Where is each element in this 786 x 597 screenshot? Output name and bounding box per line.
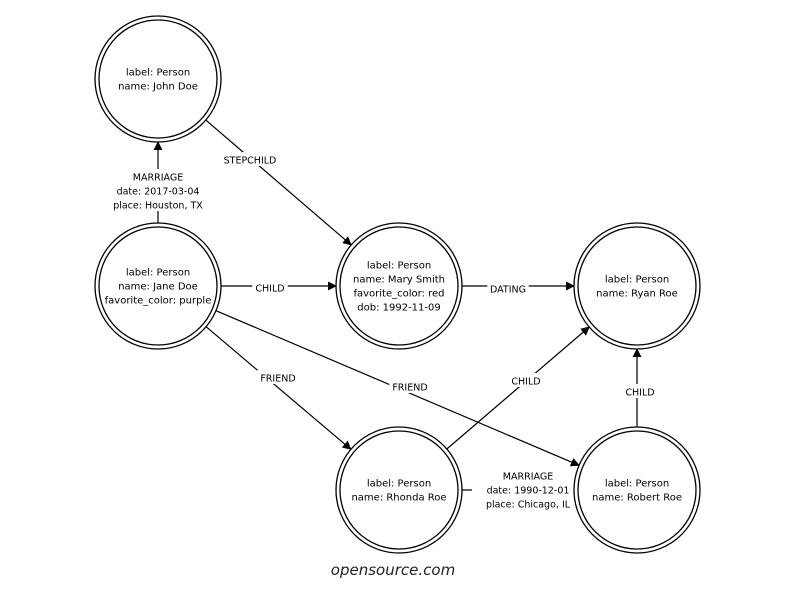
- edge-label-bg: [252, 280, 288, 294]
- node-mary-line-2: favorite_color: red: [353, 289, 444, 300]
- node-ryan[interactable]: label: Person name: Ryan Roe: [573, 222, 701, 350]
- edge-mary-ryan-dating: DATING: [462, 281, 575, 296]
- edges-layer: MARRIAGE date: 2017-03-04 place: Houston, …: [101, 119, 658, 511]
- edge-label-mary-ryan-dating-line-0: DATING: [490, 285, 526, 296]
- edge-jane-john-marriage: MARRIAGE date: 2017-03-04 place: Houston, …: [101, 141, 215, 223]
- edge-label-robert-ryan-child-line-0: CHILD: [625, 388, 654, 399]
- node-mary[interactable]: label: Person name: Mary Smith favorite_co…: [335, 222, 463, 350]
- edge-label-bg: [220, 152, 280, 166]
- edge-label-bg: [622, 384, 658, 398]
- node-robert[interactable]: label: Person name: Robert Roe: [573, 426, 701, 554]
- edge-label-rhonda-robert-marriage-line-0: MARRIAGE: [503, 472, 553, 483]
- node-inner-circle: [339, 226, 459, 346]
- node-robert-line-0: label: Person: [605, 479, 669, 490]
- edge-john-mary-stepchild: STEPCHILD: [205, 119, 352, 246]
- node-jane-line-0: label: Person: [126, 268, 190, 279]
- edge-arrow-rhonda-ryan-child: [446, 326, 590, 450]
- edge-label-rhonda-robert-marriage-line-2: place: Chicago, IL: [486, 500, 571, 511]
- edge-label-bg: [471, 468, 585, 510]
- edge-jane-rhonda-friend: FRIEND: [205, 326, 352, 450]
- node-inner-circle: [577, 226, 697, 346]
- node-rhonda-line-0: label: Person: [367, 479, 431, 490]
- edge-label-john-mary-stepchild-line-0: STEPCHILD: [224, 156, 277, 167]
- edge-label-jane-john-marriage-line-0: MARRIAGE: [133, 173, 183, 184]
- edge-label-bg: [101, 169, 215, 211]
- node-jane-line-1: name: Jane Doe: [118, 282, 198, 293]
- edge-label-jane-mary-child-line-0: CHILD: [255, 284, 284, 295]
- edge-robert-ryan-child: CHILD: [622, 348, 658, 427]
- edge-label-bg: [257, 370, 299, 384]
- edge-label-rhonda-robert-marriage-line-1: date: 1990-12-01: [487, 486, 570, 497]
- edge-jane-mary-child: CHILD: [221, 280, 337, 295]
- edge-rhonda-ryan-child: CHILD: [446, 326, 590, 450]
- node-ryan-line-0: label: Person: [605, 275, 669, 286]
- edge-label-jane-john-marriage-line-1: date: 2017-03-04: [117, 187, 200, 198]
- edge-jane-robert-friend: FRIEND: [215, 310, 580, 467]
- node-mary-line-0: label: Person: [367, 261, 431, 272]
- edge-label-bg: [389, 379, 431, 393]
- edge-arrow-jane-rhonda-friend: [205, 326, 352, 450]
- edge-arrow-john-mary-stepchild: [205, 119, 352, 246]
- node-robert-line-1: name: Robert Roe: [592, 493, 682, 504]
- edge-label-rhonda-ryan-child-line-0: CHILD: [511, 377, 540, 388]
- node-inner-circle: [98, 226, 218, 346]
- node-mary-line-3: dob: 1992-11-09: [357, 303, 440, 314]
- node-rhonda[interactable]: label: Person name: Rhonda Roe: [335, 426, 463, 554]
- edge-label-jane-robert-friend-line-0: FRIEND: [392, 383, 427, 394]
- node-jane[interactable]: label: Person name: Jane Doe favorite_colo…: [94, 222, 222, 350]
- node-jane-line-2: favorite_color: purple: [105, 296, 212, 307]
- edge-rhonda-robert-marriage: MARRIAGE date: 1990-12-01 place: Chicago, …: [462, 468, 585, 511]
- node-rhonda-line-1: name: Rhonda Roe: [351, 493, 446, 504]
- node-ryan-line-1: name: Ryan Roe: [596, 289, 678, 300]
- node-inner-circle: [577, 430, 697, 550]
- edge-label-jane-rhonda-friend-line-0: FRIEND: [260, 374, 295, 385]
- node-john-line-1: name: John Doe: [118, 82, 198, 93]
- edge-label-jane-john-marriage-line-2: place: Houston, TX: [113, 201, 203, 212]
- node-john[interactable]: label: Person name: John Doe: [94, 15, 222, 143]
- node-john-line-0: label: Person: [126, 68, 190, 79]
- edge-label-bg: [508, 373, 544, 387]
- edge-label-bg: [487, 281, 529, 295]
- node-inner-circle: [98, 19, 218, 139]
- node-inner-circle: [339, 430, 459, 550]
- node-mary-line-1: name: Mary Smith: [353, 275, 445, 286]
- source-caption: opensource.com: [330, 561, 456, 579]
